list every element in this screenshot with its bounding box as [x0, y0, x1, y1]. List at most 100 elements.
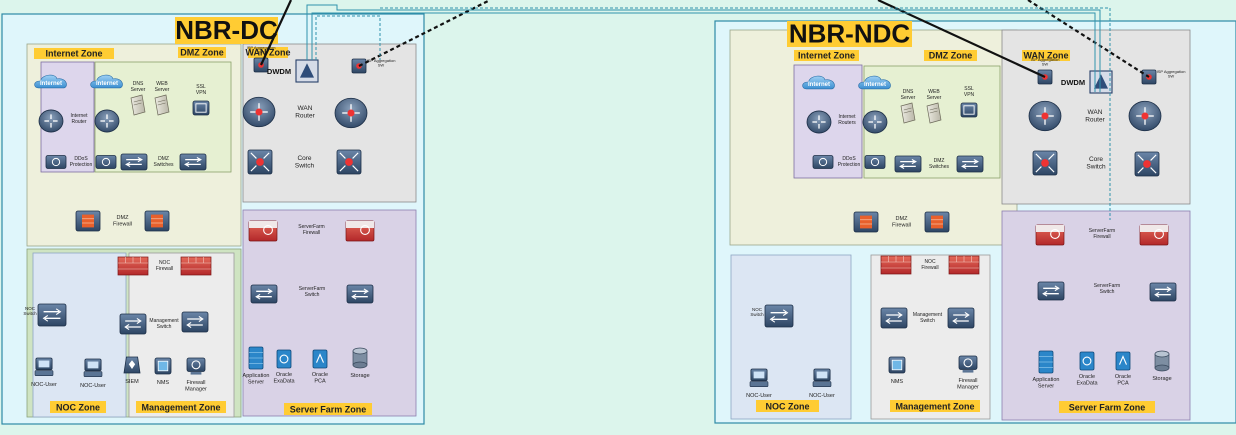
application-server-label-line: Server	[248, 379, 264, 385]
inter-site-link	[260, 0, 292, 66]
dmz-switch-1[interactable]	[120, 153, 148, 171]
management-switch-2[interactable]	[947, 307, 975, 329]
serverfarm-switch-2[interactable]	[1149, 282, 1177, 302]
dmz-firewall-2[interactable]	[144, 210, 170, 232]
oracle-exadata-label-line: Oracle	[1079, 374, 1095, 380]
inter-site-link	[315, 15, 381, 60]
internet-cloud-2[interactable]: Internet	[90, 74, 123, 89]
internet-router-1[interactable]	[806, 110, 832, 134]
ssl-vpn[interactable]	[960, 102, 978, 118]
zones	[729, 29, 1191, 421]
dmz-firewall-label-line: Firewall	[892, 222, 911, 228]
dns-server[interactable]	[130, 94, 146, 116]
internet-router-label-line: Internet	[71, 113, 89, 119]
nms-label: NMS	[891, 379, 904, 385]
serverfarm-switch-label-line: ServerFarm	[299, 286, 325, 292]
storage[interactable]	[1154, 350, 1170, 372]
ddos-device-2[interactable]	[95, 155, 117, 169]
core-switch-1[interactable]	[247, 149, 273, 175]
serverfarm-firewall-2[interactable]	[345, 220, 375, 242]
serverfarm-switch-2[interactable]	[346, 284, 374, 304]
wan-zone	[242, 43, 417, 203]
ddos-label-line: Protection	[70, 162, 93, 168]
dmz-firewall-2[interactable]	[924, 211, 950, 233]
noc-switch[interactable]	[764, 304, 794, 328]
ddos-device-1[interactable]	[812, 155, 834, 169]
isp-aggregation-label-line: SW	[258, 50, 265, 55]
noc-zone	[32, 252, 127, 418]
ddos-device-2[interactable]	[864, 155, 886, 169]
wan-router-1[interactable]	[242, 96, 276, 128]
management-switch-label-line: Management	[913, 312, 943, 318]
oracle-pca[interactable]	[312, 349, 328, 369]
noc-user-2[interactable]	[83, 358, 103, 377]
serverfarm-firewall-label-line: Firewall	[303, 230, 320, 236]
internet-cloud-1[interactable]: Internet	[802, 75, 835, 90]
noc-firewall-2[interactable]	[948, 255, 980, 275]
management-zone-label-tag	[890, 400, 980, 412]
dmz-switch-2[interactable]	[179, 153, 207, 171]
firewall-manager[interactable]	[958, 355, 978, 373]
wan-router-2[interactable]	[1128, 100, 1162, 132]
dmz-firewall-label-line: Firewall	[113, 221, 132, 227]
core-switch-1[interactable]	[1032, 150, 1058, 176]
core-switch-2[interactable]	[1134, 151, 1160, 177]
core-switch-2[interactable]	[336, 149, 362, 175]
serverfarm-firewall-1[interactable]	[248, 220, 278, 242]
noc-firewall-1[interactable]	[117, 256, 149, 276]
siem[interactable]	[123, 356, 141, 374]
oracle-pca-label-line: PCA	[1117, 380, 1129, 386]
dmz-switch-1[interactable]	[894, 155, 922, 173]
oracle-exadata[interactable]	[276, 349, 292, 369]
nms[interactable]	[154, 357, 172, 375]
dns-server[interactable]	[900, 102, 916, 124]
isp-aggregation-label-line: SW	[378, 63, 385, 68]
management-switch-2[interactable]	[181, 311, 209, 333]
ssl-vpn[interactable]	[192, 100, 210, 116]
dmz-firewall-1[interactable]	[75, 210, 101, 232]
dwdm-device[interactable]	[295, 59, 319, 83]
dmz-firewall-1[interactable]	[853, 211, 879, 233]
zones	[26, 43, 417, 418]
server-farm-zone	[1001, 210, 1191, 421]
noc-user-1[interactable]	[34, 357, 54, 376]
internet-cloud-2[interactable]: Internet	[858, 75, 891, 90]
internet-router-2[interactable]	[94, 109, 120, 133]
serverfarm-firewall-1[interactable]	[1035, 224, 1065, 246]
dwdm-device[interactable]	[1089, 70, 1113, 94]
firewall-manager[interactable]	[186, 357, 206, 375]
nms[interactable]	[888, 356, 906, 374]
internet-router-2[interactable]	[862, 110, 888, 134]
web-server[interactable]	[154, 94, 170, 116]
dmz-zone-label: DMZ Zone	[929, 51, 973, 61]
noc-user-2[interactable]	[812, 368, 832, 387]
serverfarm-firewall-2[interactable]	[1139, 224, 1169, 246]
management-switch-1[interactable]	[119, 313, 147, 335]
management-switch-1[interactable]	[880, 307, 908, 329]
wan-router-2[interactable]	[334, 97, 368, 129]
serverfarm-switch-1[interactable]	[250, 284, 278, 304]
server-farm-zone-label: Server Farm Zone	[290, 404, 367, 414]
dmz-switch-2[interactable]	[956, 155, 984, 173]
application-server[interactable]	[1038, 350, 1054, 374]
management-switch-label-line: Management	[149, 318, 179, 324]
oracle-exadata[interactable]	[1079, 351, 1095, 371]
oracle-pca[interactable]	[1115, 351, 1131, 371]
noc-firewall-1[interactable]	[880, 255, 912, 275]
application-server[interactable]	[248, 346, 264, 370]
noc-firewall-2[interactable]	[180, 256, 212, 276]
storage[interactable]	[352, 347, 368, 369]
noc-switch[interactable]	[37, 303, 67, 327]
web-server[interactable]	[926, 102, 942, 124]
internet-router-1[interactable]	[38, 109, 64, 133]
ddos-device-1[interactable]	[45, 155, 67, 169]
serverfarm-switch-1[interactable]	[1037, 281, 1065, 301]
noc-user-1[interactable]	[749, 368, 769, 387]
wan-router-1[interactable]	[1028, 100, 1062, 132]
internet-cloud-1[interactable]: Internet	[34, 74, 67, 89]
